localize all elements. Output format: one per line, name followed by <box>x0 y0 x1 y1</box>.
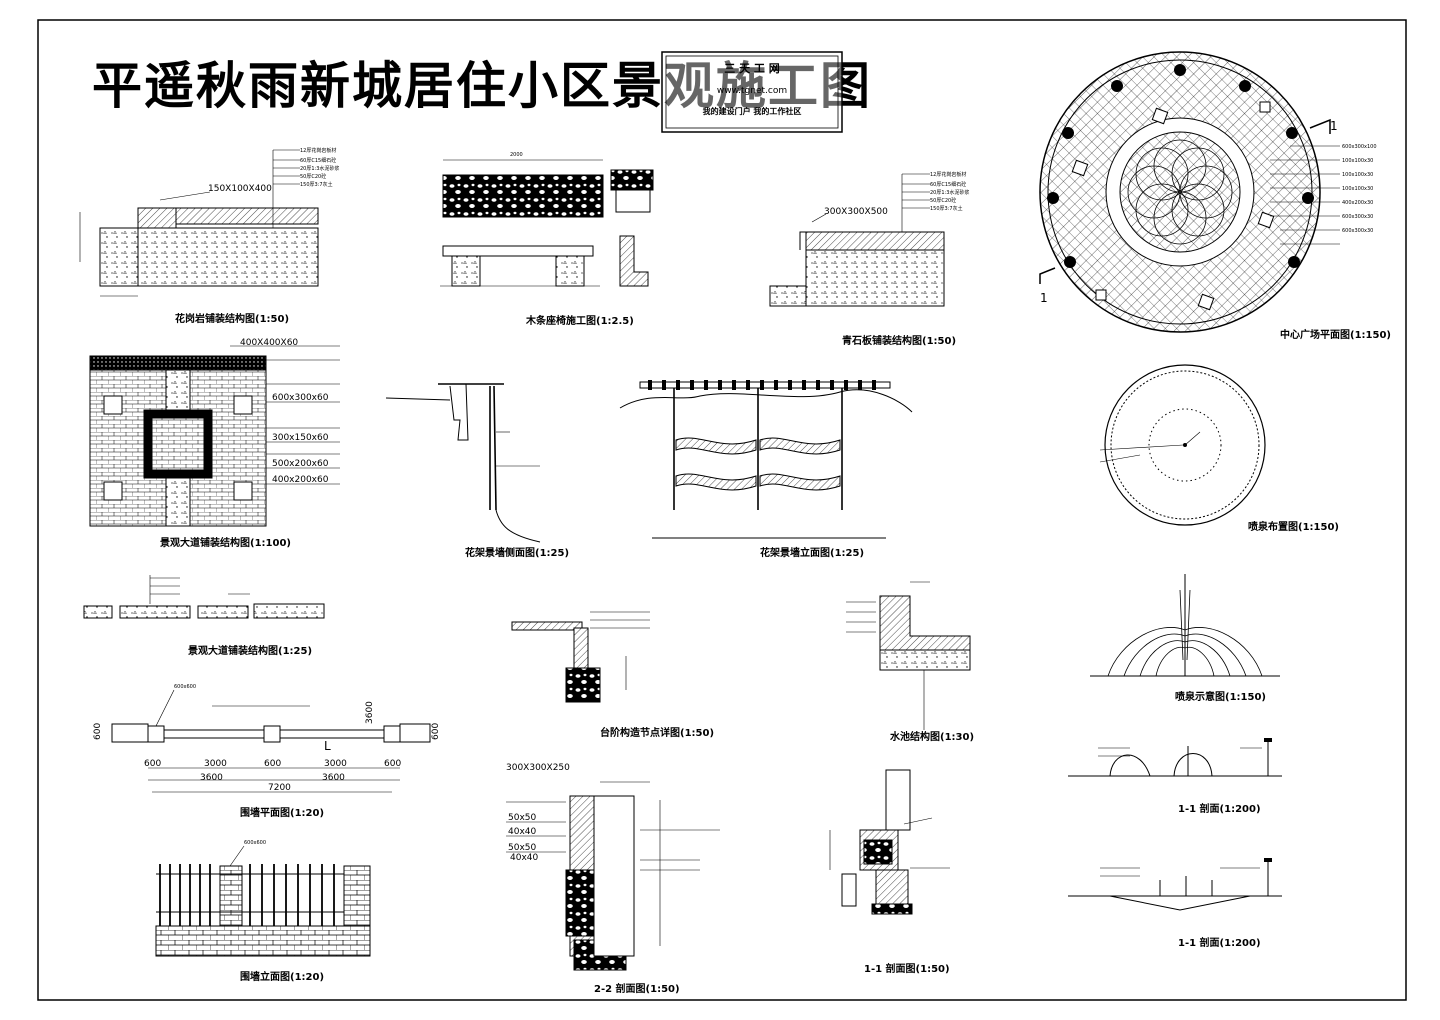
fence-dim-7200: 7200 <box>268 783 291 793</box>
sec22-size-50: 50x50 <box>508 813 537 823</box>
stone-note-1: 12厚花岗岩板材 <box>930 171 966 178</box>
plaza-note-6: 600x300x30 <box>1342 214 1373 220</box>
fence-dim-600-right: 600 <box>431 723 441 740</box>
caption-plaza-plan: 中心广场平面图(1:150) <box>1280 328 1391 341</box>
fence-dim-3600-right: 3600 <box>365 701 375 724</box>
caption-avenue-section: 景观大道铺装结构图(1:25) <box>188 644 312 657</box>
caption-pool-edge: 水池结构图(1:30) <box>889 730 974 743</box>
section-mark-top: 1 <box>1330 119 1338 133</box>
sec22-size-50b: 50x50 <box>508 843 537 853</box>
stone-size-label: 300X300X500 <box>824 207 888 217</box>
fence-dim-3000a: 3000 <box>204 759 227 769</box>
fence-dim-3600b: 3600 <box>322 773 345 783</box>
pave-note-5: 150厚3:7灰土 <box>300 181 333 188</box>
pergola-side-drawing: 花架景墙侧面图(1:25) <box>385 383 569 559</box>
sec22-size-top: 300X300X250 <box>506 763 570 773</box>
fence-plan-post: 600x600 <box>174 684 196 690</box>
stamp-line-1: 三 天 工 网 <box>724 62 780 75</box>
sec22-size-40b: 40x40 <box>510 853 539 863</box>
caption-wood-bench: 木条座椅施工图(1:2.5) <box>525 314 634 327</box>
caption-entry-pave: 景观大道铺装结构图(1:100) <box>160 536 291 549</box>
caption-fence-plan: 围墙平面图(1:20) <box>240 806 324 819</box>
entry-note-5: 400x200x60 <box>272 475 329 485</box>
plaza-note-7: 600x300x30 <box>1342 228 1373 234</box>
pave-note-3: 20厚1:3水泥砂浆 <box>300 165 339 172</box>
stamp-line-2: www.tgnet.com <box>717 86 787 96</box>
entry-note-3: 600x300x60 <box>272 393 329 403</box>
stone-note-2: 60厚C15细石砼 <box>930 181 966 188</box>
page-title: 平遥秋雨新城居住小区景观施工图 <box>92 56 872 115</box>
pave-note-1: 12厚花岗岩板材 <box>300 147 336 154</box>
stone-pave-drawing: 12厚花岗岩板材 60厚C15细石砼 20厚1:3水泥砂浆 50厚C20砼 15… <box>769 171 969 347</box>
caption-pergola-front: 花架景墙立面图(1:25) <box>760 546 864 559</box>
pave-note-2: 60厚C15细石砼 <box>300 157 336 164</box>
entry-note-4: 500x200x60 <box>272 459 329 469</box>
plaza-note-5: 400x200x30 <box>1342 200 1373 206</box>
pave-section-drawing: 12厚花岗岩板材 60厚C15细石砼 20厚1:3水泥砂浆 50厚C20砼 15… <box>79 147 339 325</box>
plaza-plan-drawing: 1 1 600x300x100 100x100x30 100x100x30 10… <box>1039 51 1391 341</box>
avenue-section-drawing: 景观大道铺装结构图(1:25) <box>83 575 325 657</box>
fence-dim-3000b: 3000 <box>324 759 347 769</box>
sec22-size-40: 40x40 <box>508 827 537 837</box>
fence-dim-600c: 600 <box>384 759 401 769</box>
stamp-line-3: 我的建设门户 我的工作社区 <box>703 106 802 116</box>
wood-bench-drawing: 2000 木条座椅施工图(1:2.5) <box>440 152 654 327</box>
section-mark-bottom: 1 <box>1040 291 1048 305</box>
fence-elev-post: 600x600 <box>244 840 266 846</box>
fence-dim-600b: 600 <box>264 759 281 769</box>
caption-step-detail: 台阶构造节点详图(1:50) <box>600 726 714 739</box>
step-detail-drawing: 台阶构造节点详图(1:50) <box>511 611 714 739</box>
caption-section-11b: 1-1 剖面(1:200) <box>1178 936 1261 949</box>
entry-note-2: 300x150x60 <box>272 433 329 443</box>
caption-pave-section: 花岗岩铺装结构图(1:50) <box>175 312 289 325</box>
watermark-stamp: 三 天 工 网 www.tgnet.com 我的建设门户 我的工作社区 <box>661 51 843 133</box>
stone-note-5: 150厚3:7灰土 <box>930 205 963 212</box>
fountain-elev-drawing: 喷泉示意图(1:150) <box>1090 574 1280 703</box>
caption-stone-pave: 青石板铺装结构图(1:50) <box>842 334 956 347</box>
section-22-drawing: 300X300X250 50x50 40x40 50x50 40x40 2-2 … <box>506 763 720 995</box>
stone-note-4: 50厚C20砼 <box>930 197 956 204</box>
caption-fence-elev: 围墙立面图(1:20) <box>240 970 324 983</box>
caption-fountain-elev: 喷泉示意图(1:150) <box>1175 690 1266 703</box>
fence-elev-drawing: 600x600 围墙立面图(1:20) <box>155 840 371 983</box>
plaza-note-2: 100x100x30 <box>1342 158 1373 164</box>
fountain-plan-drawing: 喷泉布置图(1:150) <box>1099 364 1339 533</box>
pool-edge-drawing: 水池结构图(1:30) <box>846 581 974 743</box>
section-11b-drawing: 1-1 剖面(1:200) <box>1068 858 1282 949</box>
plaza-note-3: 100x100x30 <box>1342 172 1373 178</box>
plaza-note-4: 100x100x30 <box>1342 186 1373 192</box>
fence-dim-600a: 600 <box>144 759 161 769</box>
fence-dim-3600a: 3600 <box>200 773 223 783</box>
fence-plan-mark-L: L <box>324 739 331 753</box>
entry-pave-drawing: 400X400X60 300x150x60 600x300x60 500x200… <box>89 338 340 549</box>
caption-fountain-plan: 喷泉布置图(1:150) <box>1248 520 1339 533</box>
plaza-note-1: 600x300x100 <box>1342 144 1377 150</box>
fence-dim-600-left: 600 <box>93 723 103 740</box>
pergola-front-drawing: 花架景墙立面图(1:25) <box>619 380 913 559</box>
section-11c-drawing: 1-1 剖面图(1:50) <box>829 769 950 975</box>
caption-section-11c: 1-1 剖面图(1:50) <box>864 962 950 975</box>
sheet-border <box>37 19 1407 1001</box>
svg-text:2000: 2000 <box>510 152 523 158</box>
stone-note-3: 20厚1:3水泥砂浆 <box>930 189 969 196</box>
entry-note-1: 400X400X60 <box>240 338 298 348</box>
caption-section-11a: 1-1 剖面(1:200) <box>1178 802 1261 815</box>
caption-section-22: 2-2 剖面图(1:50) <box>594 982 680 995</box>
curb-size-label: 150X100X400 <box>208 184 272 194</box>
fence-plan-drawing: 600x600 L 600 3000 600 3000 600 3600 360… <box>93 684 441 819</box>
pave-note-4: 50厚C20砼 <box>300 173 326 180</box>
section-11a-drawing: 1-1 剖面(1:200) <box>1068 738 1282 815</box>
caption-pergola-side: 花架景墙侧面图(1:25) <box>465 546 569 559</box>
